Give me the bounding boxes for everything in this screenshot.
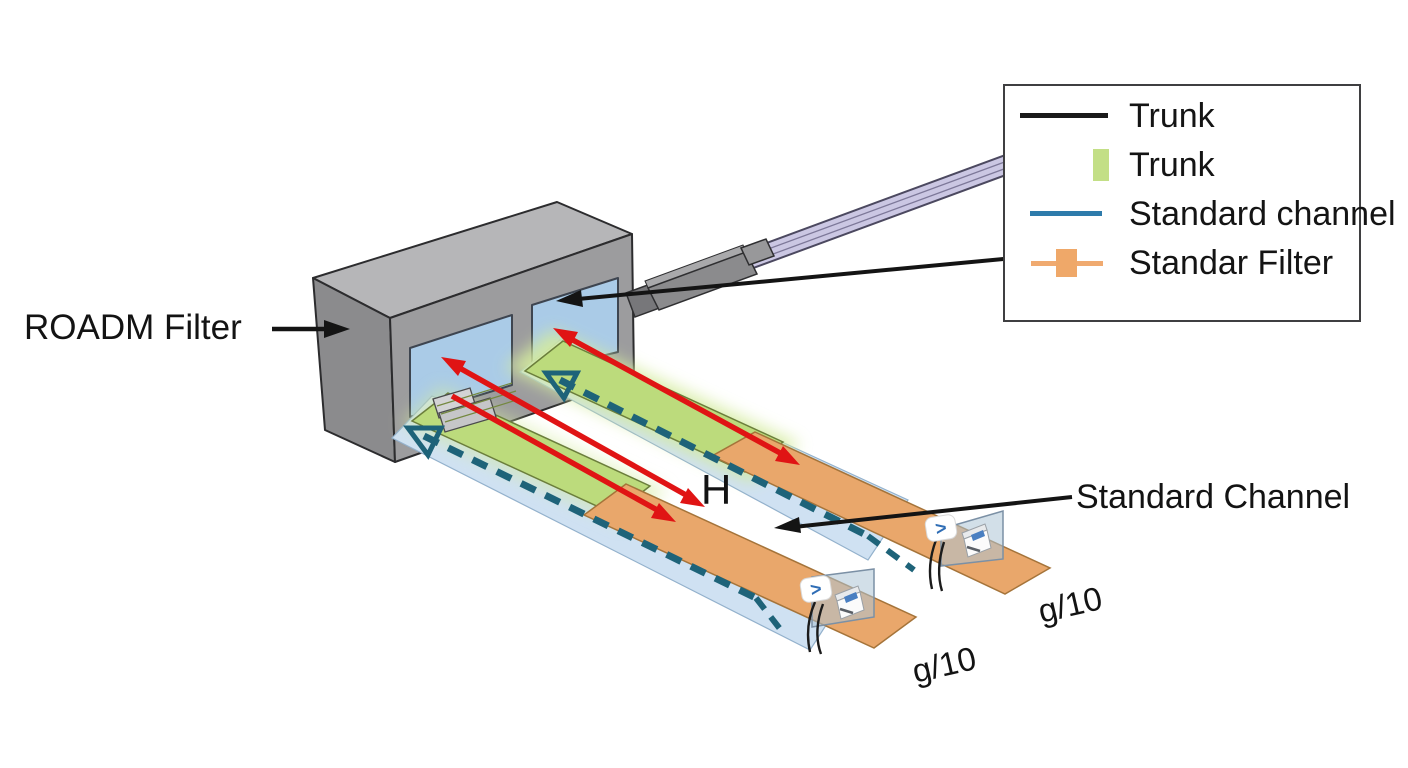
module-slot [966, 545, 981, 553]
trunk-line-swatch [1020, 112, 1108, 118]
standard-channel-dashed-line-front [422, 432, 758, 602]
trunk-arrow [577, 256, 1015, 301]
red-flow-arrow-back [569, 336, 784, 457]
red-arrowhead-icon [553, 328, 578, 347]
standard-channel-arrow [793, 495, 1073, 529]
module-stripe [971, 530, 985, 541]
red-flow-arrow-front-a [454, 363, 688, 498]
trunk-fiber-swatch [1093, 148, 1109, 181]
roadm-box [312, 201, 635, 463]
connector-tip [739, 238, 776, 266]
red-arrowhead-icon [775, 446, 800, 465]
legend-row-standard-channel: Standard channel [1005, 189, 1396, 238]
red-arrowhead-icon [441, 357, 466, 376]
standard-channel-dashed-stub-back [866, 533, 916, 573]
fiber-pigtail-wire [937, 541, 946, 592]
legend-label: Standar Filter [1129, 243, 1334, 282]
red-flow-arrow-front-b [450, 393, 661, 514]
cable-connector [625, 238, 776, 318]
standard-channel-label: Standard Channel [1076, 478, 1351, 516]
legend: Trunk Trunk Standard channel Standar Fil… [1003, 84, 1396, 322]
legend-row-standard-filter: Standar Filter [1005, 238, 1359, 287]
black-arrowhead-icon [324, 320, 350, 338]
transceiver-front: > [799, 568, 875, 655]
legend-label: Trunk [1129, 96, 1215, 135]
standard-channel-dashed-stub-front [753, 596, 787, 636]
standard-channel-dashed-line-back [558, 376, 870, 540]
fiber-line [436, 382, 513, 407]
legend-row-trunk-fiber: Trunk [1005, 140, 1359, 189]
transceiver-badge [799, 575, 833, 603]
legend-row-trunk-line: Trunk [1005, 91, 1359, 140]
red-arrowhead-icon [680, 488, 705, 507]
module-slot [839, 607, 854, 615]
transceiver-badge-icon: > [809, 579, 823, 601]
fiber-pigtail-wire [816, 603, 825, 655]
standard-filter-swatch [1031, 248, 1103, 278]
annotation-arrows [272, 256, 1073, 533]
legend-label: Trunk [1129, 145, 1215, 184]
module-stripe [844, 592, 858, 603]
connector-barrel [646, 251, 759, 311]
red-arrowhead-icon [651, 503, 676, 522]
transceiver-back: > [924, 510, 1004, 592]
channel-ribbon-back: > [505, 328, 1052, 595]
trunk-cable [740, 152, 1016, 272]
dashed-arrowhead-icon [403, 425, 445, 460]
dashed-arrowhead-icon [541, 370, 582, 403]
black-arrowhead-icon [556, 290, 583, 307]
standard-channel-swatch [1030, 210, 1102, 216]
channel-ribbon-front: > [391, 357, 918, 655]
h-label: H [701, 466, 732, 513]
black-arrowhead-icon [774, 517, 801, 533]
transceiver-badge-icon: > [934, 518, 948, 540]
trunk-cable-fiber-line [743, 159, 1011, 259]
fiber-pigtail-wire [806, 601, 817, 653]
trunk-cable-body [740, 152, 1016, 272]
trunk-cable-fiber-line [745, 165, 1013, 265]
transceiver-badge [924, 514, 958, 542]
legend-label: Standard channel [1129, 194, 1396, 233]
filter-square-swatch [1056, 248, 1077, 277]
fiber-pigtail-wire [928, 539, 938, 590]
roadm-filter-label: ROADM Filter [24, 308, 242, 347]
